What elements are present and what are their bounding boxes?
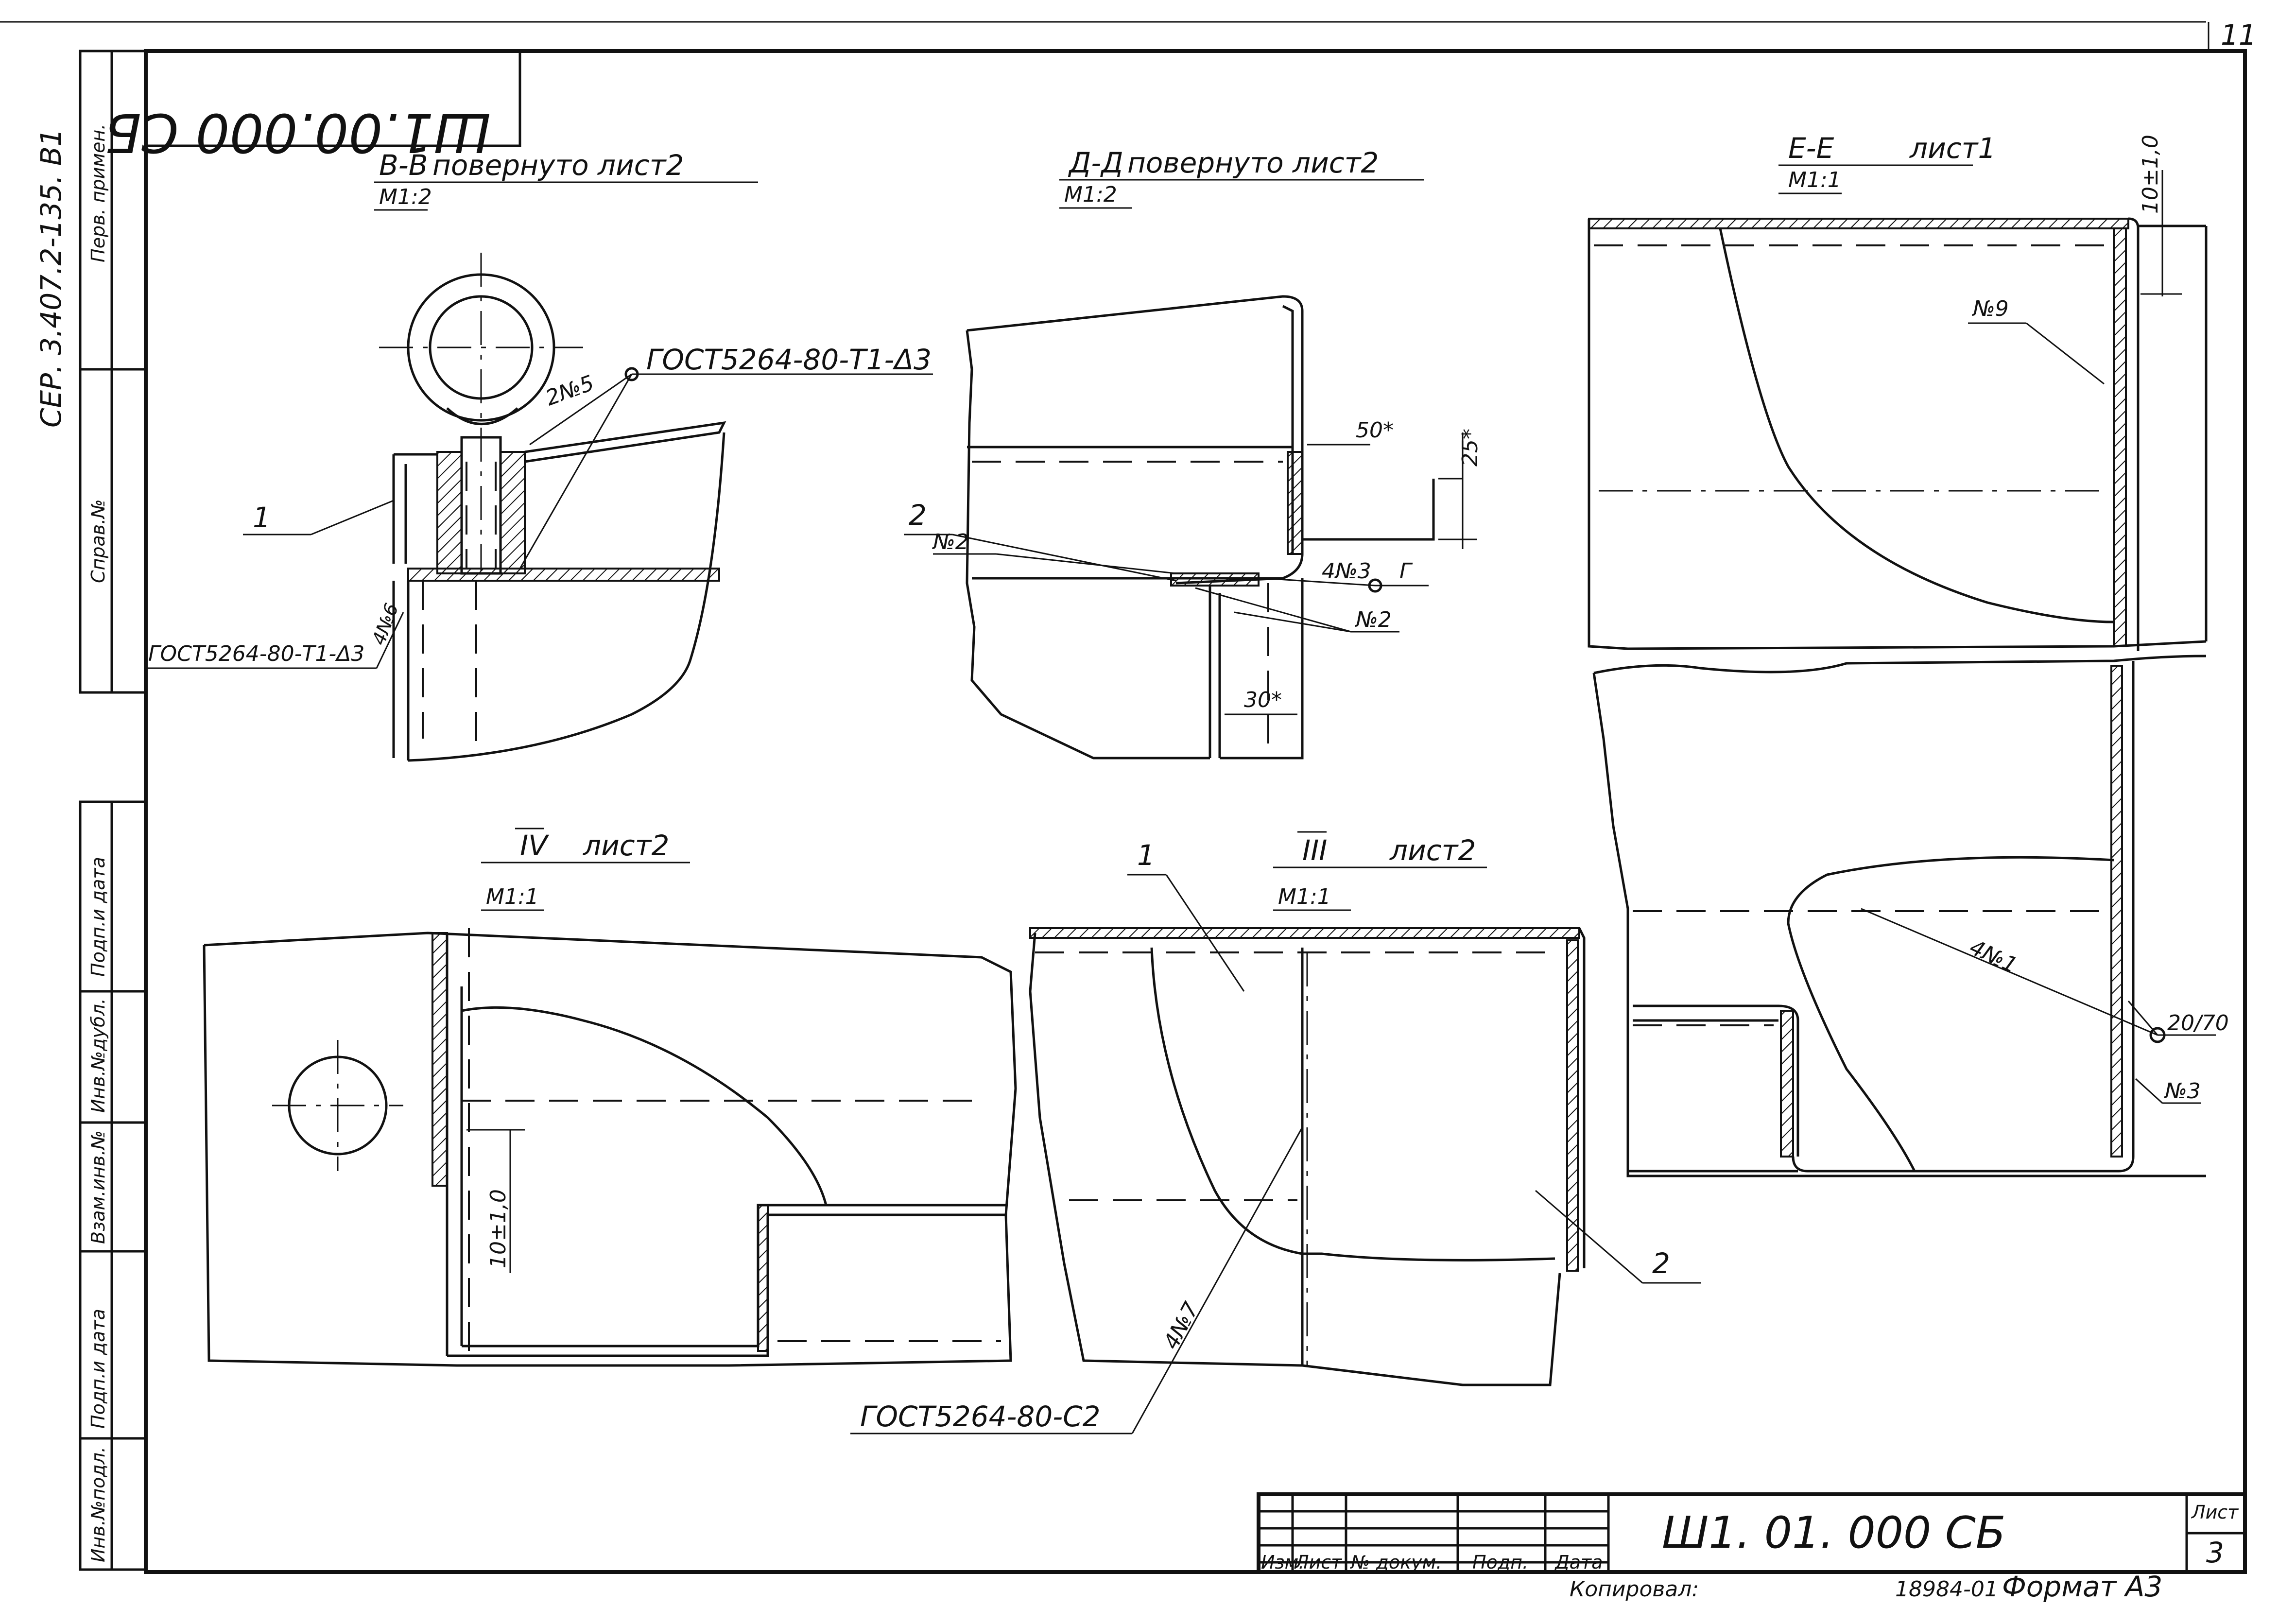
tb-header-list: Лист (1294, 1552, 1343, 1573)
view-dd: Д-Д повернуто лист2 М1:2 50* 25* 30* 2 №… (904, 146, 1483, 760)
view-iv-title: IV (520, 829, 550, 862)
view-ee: Е-Е лист1 М1:1 10±1,0 №9 (1588, 132, 2229, 1177)
side-perv-primen: Перв. примен. (87, 124, 109, 262)
dim-10-iv: 10±1,0 (486, 1189, 511, 1268)
title-block: Изм. Лист № докум. Подп. Дата Ш1. 01. 00… (1257, 1492, 2247, 1574)
dim-50: 50* (1356, 418, 1394, 443)
format-label: Формат А3 (2002, 1570, 2162, 1603)
view-bb-note: повернуто лист2 (432, 149, 684, 182)
dd-no2-b: №2 (1354, 607, 1392, 632)
view-iii-note: лист2 (1389, 834, 1476, 867)
ee-no9: №9 (1971, 296, 2009, 321)
gost-c2-label: ГОСТ5264-80-С2 (860, 1400, 1101, 1433)
weld-20-70-label: 20/70 (2167, 1011, 2229, 1036)
side-series-text: СЕР. 3.407.2-135. В1 (35, 128, 68, 428)
iii-pos-1: 1 (1137, 839, 1155, 872)
view-ee-note: лист1 (1909, 132, 1996, 165)
view-iv-scale: М1:1 (486, 884, 539, 909)
weld-2no5-label: 2№5 (542, 371, 597, 411)
dd-pos-2: 2 (909, 499, 927, 532)
dim-30: 30* (1244, 688, 1282, 712)
sheet-frame: 11 (0, 18, 2257, 1574)
view-ee-title: Е-Е (1788, 132, 1834, 165)
tb-header-podp: Подп. (1472, 1552, 1528, 1573)
rotated-code-box: Ш1.00.000 СБ (104, 50, 521, 164)
side-podp-data-1: Подп.и дата (87, 857, 109, 977)
view-iv: IV лист2 М1:1 10±1,0 (203, 828, 1017, 1367)
weld-4no7-label: 4№7 (1159, 1298, 1204, 1353)
tb-sheet-label: Лист (2191, 1502, 2239, 1523)
mark-g: Г (1399, 559, 1413, 584)
rotated-code-text: Ш1.00.000 СБ (104, 102, 491, 164)
view-dd-title: Д-Д (1068, 146, 1123, 179)
gost-t1-left-label: ГОСТ5264-80-Т1-Δ3 (148, 641, 364, 666)
view-dd-note: повернуто лист2 (1127, 146, 1379, 179)
side-inv-dubl: Инв.№дубл. (87, 998, 109, 1113)
view-iii-scale: М1:1 (1278, 884, 1331, 909)
view-bb-scale: М1:2 (379, 185, 432, 209)
view-iii-title: III (1302, 834, 1327, 867)
side-inv-podl: Инв.№подл. (87, 1447, 109, 1562)
bb-pos-1: 1 (253, 501, 271, 534)
weld-4no1-label: 4№1 (1966, 935, 2021, 978)
view-bb-title: В-В (379, 149, 428, 182)
gost-t1-label: ГОСТ5264-80-Т1-Δ3 (646, 343, 932, 376)
view-ee-scale: М1:1 (1788, 168, 1841, 192)
dd-no2-a: №2 (932, 530, 969, 554)
doc-number: 18984-01 (1895, 1577, 1998, 1602)
side-sprav-no: Справ.№ (87, 499, 109, 583)
view-iii: III лист2 М1:1 1 2 ГОСТ5264-80-С2 4№7 (850, 831, 1701, 1434)
tb-header-data: Дата (1554, 1552, 1603, 1573)
view-bb: В-В повернуто лист2 М1:2 ГОСТ5264-80-Т1-… (146, 149, 933, 762)
tb-code: Ш1. 01. 000 СБ (1662, 1507, 2005, 1558)
sheet-corner-number: 11 (2221, 18, 2257, 52)
ee-no3: №3 (2163, 1079, 2201, 1104)
copied-label: Копировал: (1570, 1577, 1699, 1602)
tb-header-doc: № докум. (1350, 1552, 1442, 1573)
view-iv-note: лист2 (583, 829, 669, 862)
weld-4no3-label: 4№3 (1322, 559, 1371, 584)
side-podp-data-2: Подп.и дата (87, 1309, 109, 1429)
side-vzam-inv: Взам.инв.№ (87, 1130, 109, 1244)
iii-pos-2: 2 (1652, 1247, 1670, 1280)
dim-25: 25* (1458, 429, 1483, 467)
dim-10-ee: 10±1,0 (2138, 135, 2163, 214)
view-dd-scale: М1:2 (1064, 182, 1117, 207)
side-strip: СЕР. 3.407.2-135. В1 Перв. примен. Справ… (35, 50, 147, 1571)
tb-sheet-value: 3 (2206, 1536, 2224, 1569)
tb-header-izm: Изм. (1261, 1552, 1304, 1573)
